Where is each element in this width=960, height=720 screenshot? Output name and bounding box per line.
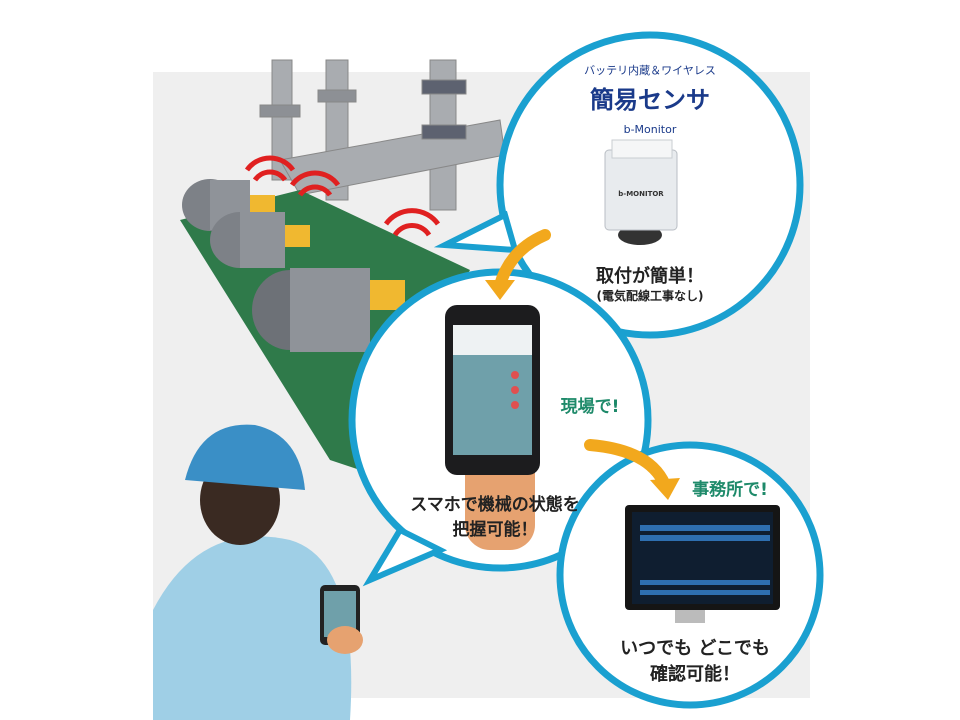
- device-label: b-MONITOR: [618, 190, 664, 198]
- office-tag: 事務所で!: [692, 480, 768, 500]
- office-caption-line1: いつでも どこでも: [620, 638, 770, 659]
- product-name: b-Monitor: [623, 123, 677, 136]
- phone-caption-line1: スマホで機械の状態を: [410, 495, 580, 515]
- smartphone-icon: [445, 305, 540, 475]
- sensor-device-icon: [604, 139, 678, 245]
- sensor-title: 簡易センサ: [590, 86, 710, 114]
- sensor-note: (電気配線工事なし): [596, 289, 704, 303]
- wireless-signal-icon: [244, 155, 441, 237]
- sensor-subtitle: バッテリ内蔵＆ワイヤレス: [584, 64, 716, 77]
- phone-caption-line2: 把握可能！: [452, 520, 538, 540]
- pump-motors: [182, 179, 405, 352]
- curved-arrow-icon: [494, 229, 671, 491]
- worker: [153, 424, 363, 720]
- onsite-tag: 現場で!: [560, 397, 620, 417]
- sensor-headline: 取付が簡単！: [596, 266, 704, 287]
- pipes: [259, 59, 506, 211]
- office-caption-line2: 確認可能！: [650, 664, 740, 685]
- monitor-icon: [625, 505, 780, 623]
